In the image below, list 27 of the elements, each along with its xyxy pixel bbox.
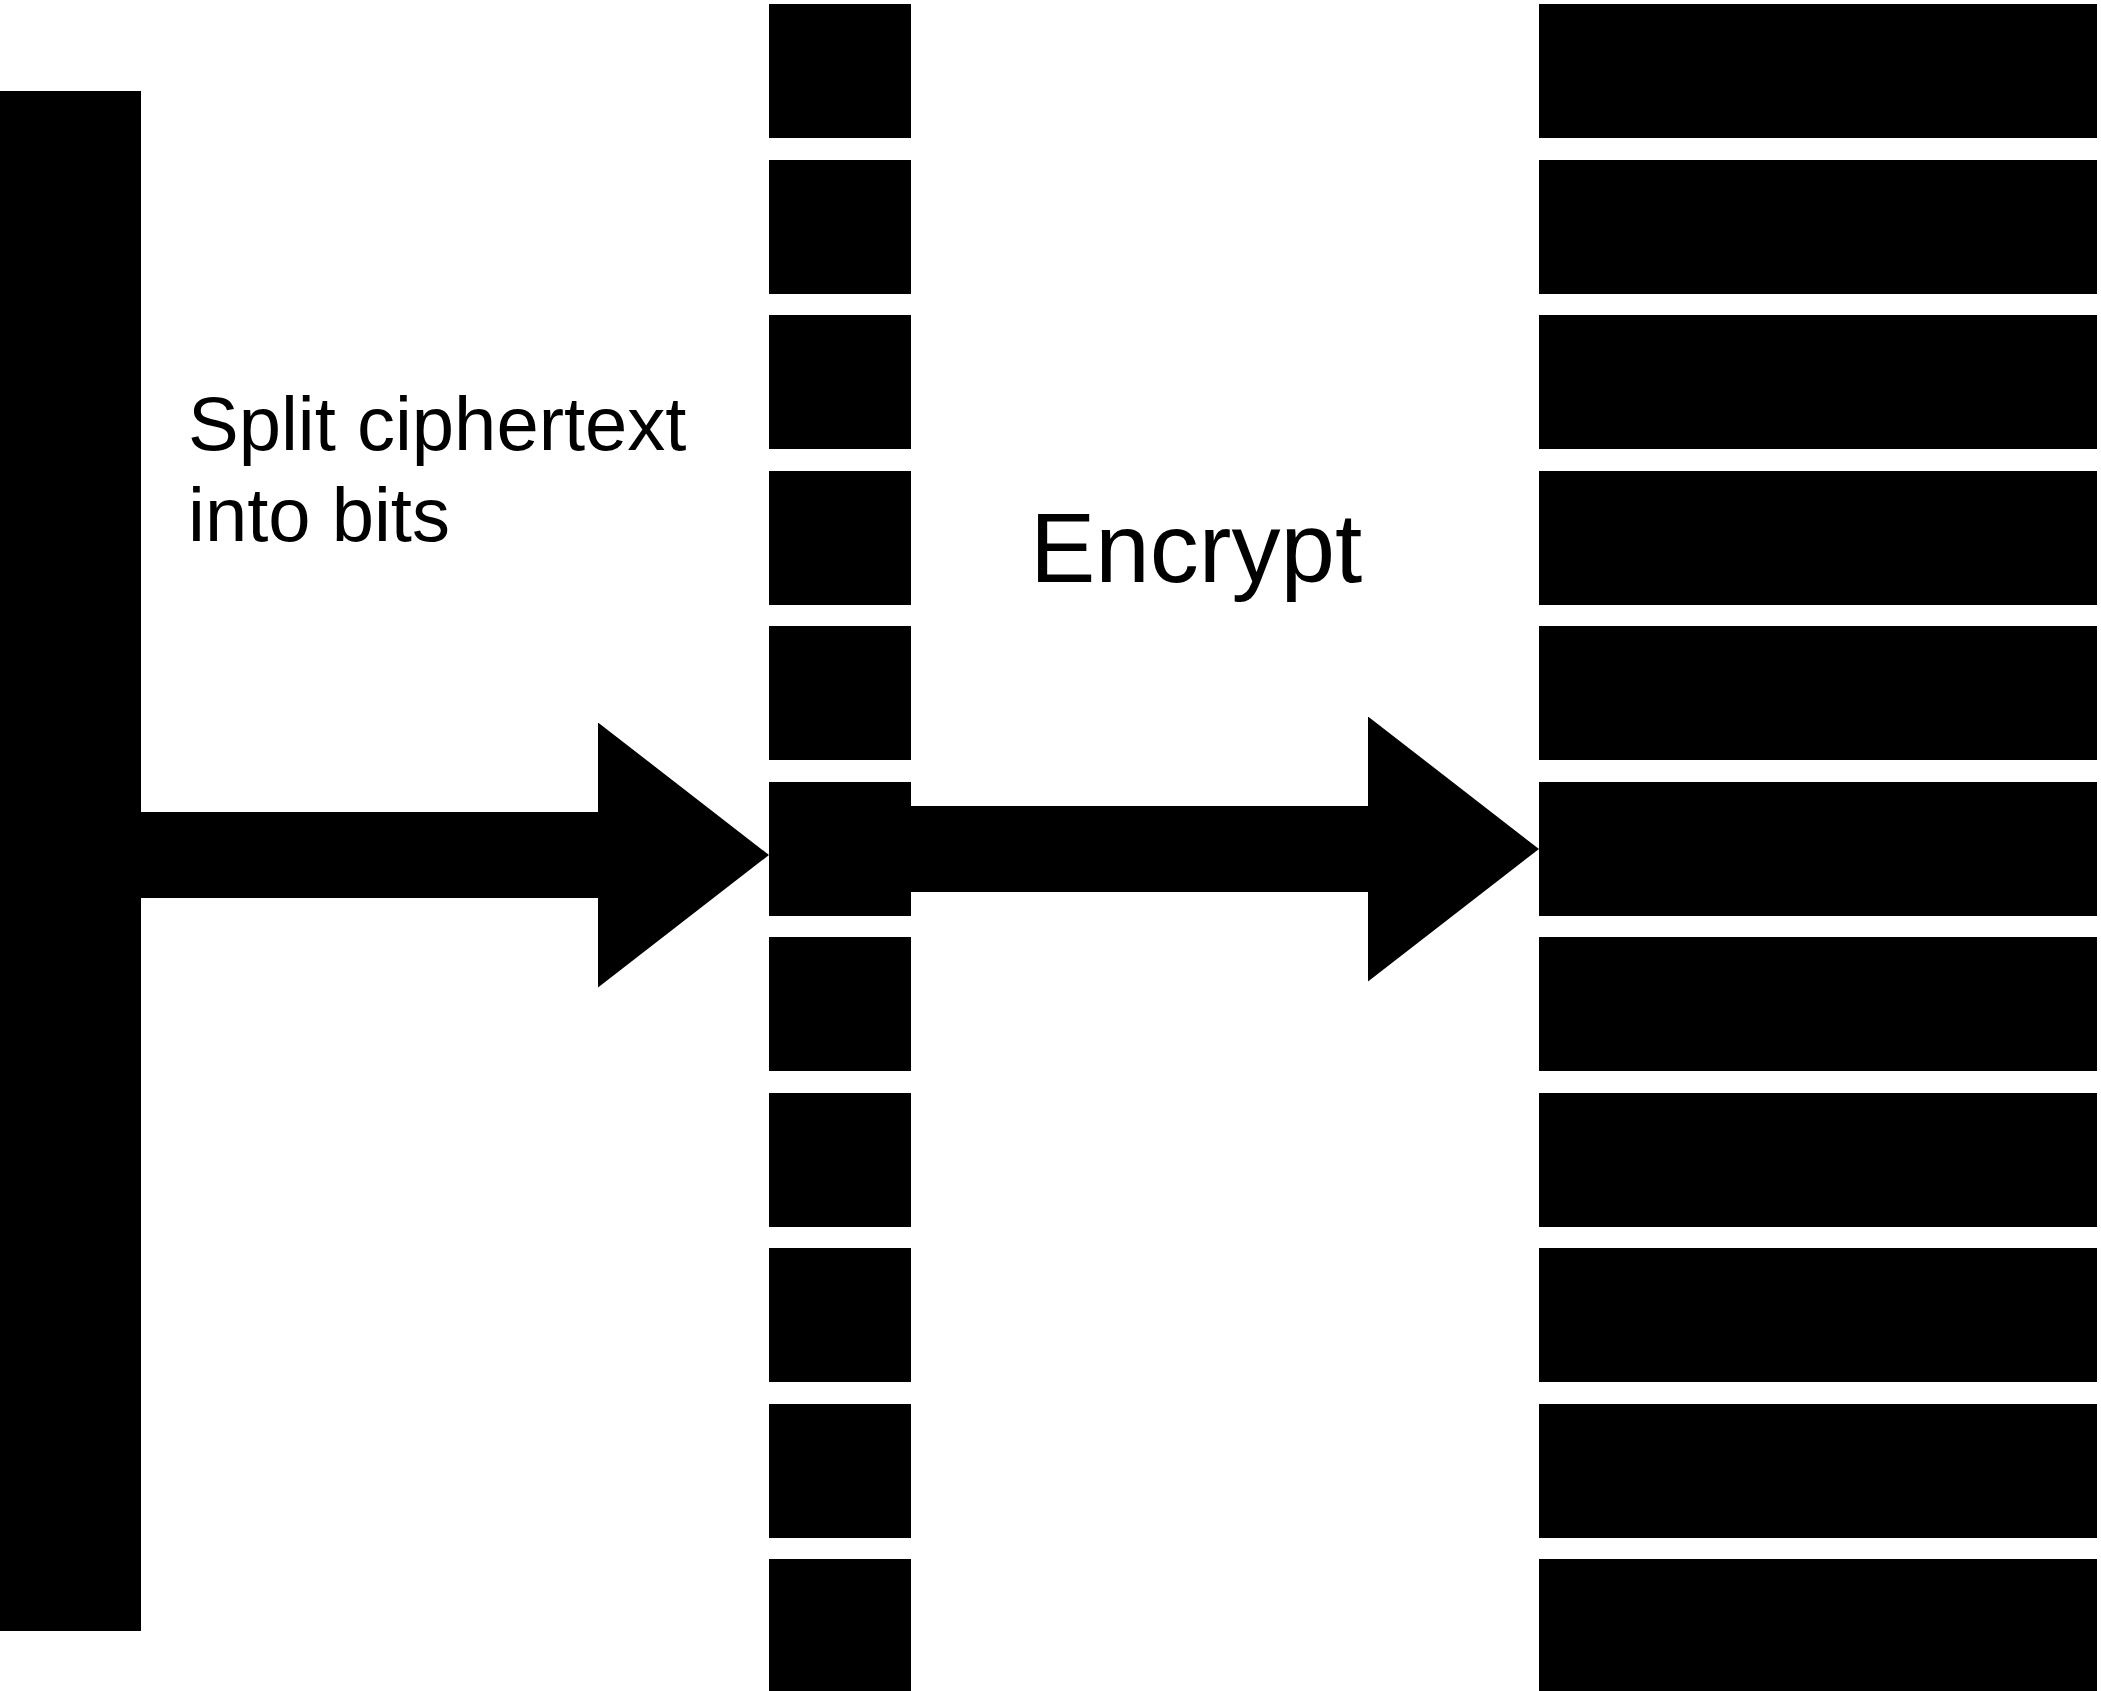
block bbox=[769, 1248, 911, 1382]
block bbox=[769, 1092, 911, 1227]
block bbox=[769, 4, 911, 138]
bar bbox=[1539, 1092, 2097, 1227]
bar bbox=[1539, 470, 2097, 605]
block bbox=[769, 781, 911, 916]
bar bbox=[1539, 1403, 2097, 1538]
arrow bbox=[911, 716, 1539, 982]
block bbox=[769, 315, 911, 449]
bar bbox=[0, 91, 141, 1631]
block bbox=[769, 626, 911, 760]
block bbox=[769, 937, 911, 1071]
block bbox=[769, 470, 911, 605]
bar bbox=[1539, 626, 2097, 760]
edge-label: Encrypt bbox=[1030, 492, 1364, 605]
block bbox=[769, 159, 911, 294]
bar bbox=[1539, 315, 2097, 449]
bar bbox=[1539, 937, 2097, 1071]
bar bbox=[1539, 159, 2097, 294]
bar bbox=[1539, 4, 2097, 138]
block bbox=[769, 1403, 911, 1538]
arrow bbox=[141, 722, 769, 988]
bar bbox=[1539, 781, 2097, 916]
bar bbox=[1539, 1559, 2097, 1691]
bar bbox=[1539, 1248, 2097, 1382]
block bbox=[769, 1559, 911, 1691]
edge-label: Split ciphertext into bits bbox=[188, 380, 688, 560]
